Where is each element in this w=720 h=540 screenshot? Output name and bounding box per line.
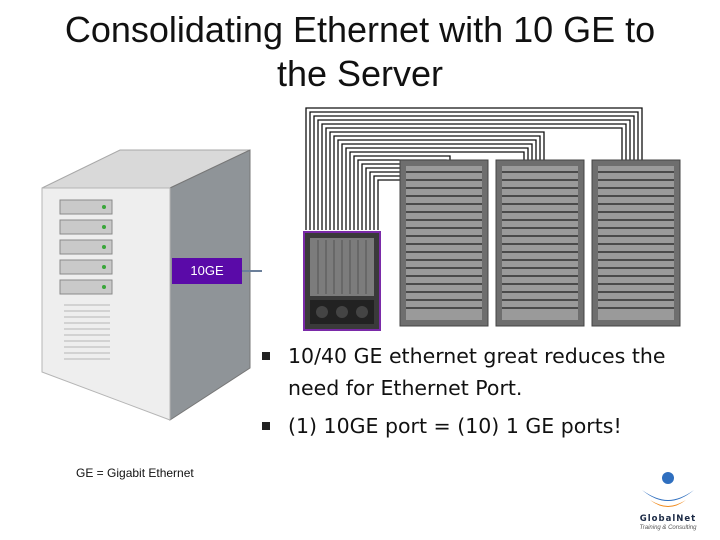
logo-tagline: Training & Consulting [620, 525, 716, 531]
server-rack-2 [496, 160, 584, 326]
bullet-item: 10/40 GE ethernet great reduces the need… [262, 340, 702, 404]
bullet-item: (1) 10GE port = (10) 1 GE ports! [262, 410, 702, 442]
bullet-text: (1) 10GE port = (10) 1 GE ports! [288, 414, 622, 438]
footnote: GE = Gigabit Ethernet [76, 466, 194, 480]
switch-chassis-image [304, 232, 380, 330]
server-tower-image [42, 150, 250, 420]
company-logo: GlobalNet Training & Consulting [620, 470, 716, 536]
bullet-list: 10/40 GE ethernet great reduces the need… [262, 340, 702, 448]
globalnet-logo-icon [620, 470, 716, 514]
server-rack-1 [400, 160, 488, 326]
bullet-marker-icon [262, 422, 270, 430]
bullet-marker-icon [262, 352, 270, 360]
server-rack-3 [592, 160, 680, 326]
logo-name: GlobalNet [620, 514, 716, 524]
bullet-text: 10/40 GE ethernet great reduces the need… [288, 344, 665, 400]
link-label-10ge: 10GE [172, 258, 242, 284]
